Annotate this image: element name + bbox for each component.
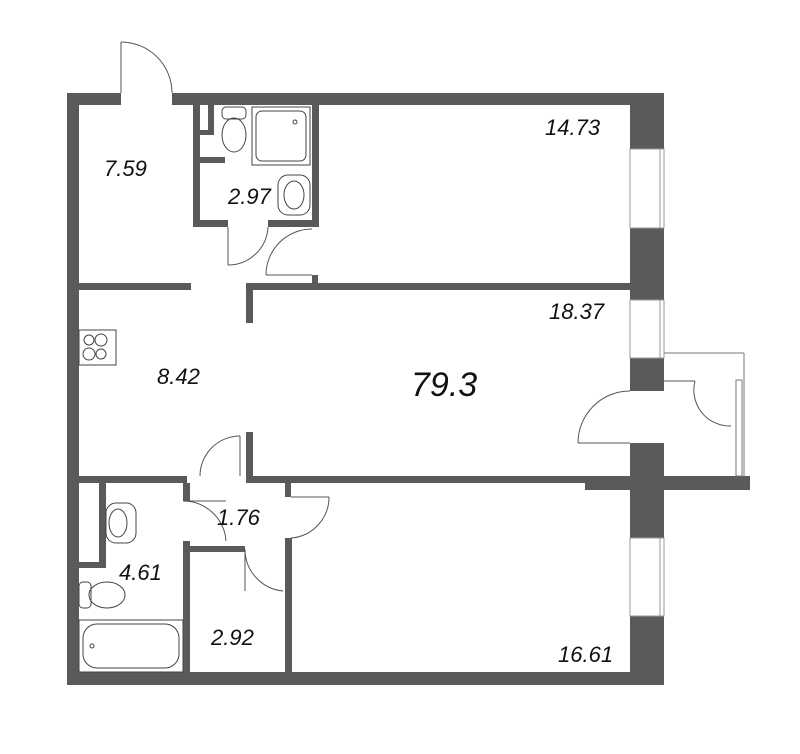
room-area-bedroom-2: 16.61 [558, 642, 614, 667]
doors [120, 41, 745, 592]
fixtures [78, 106, 311, 673]
room-area-living: 18.37 [549, 299, 605, 324]
outer-walls [67, 93, 750, 685]
room-area-bedroom-1: 14.73 [545, 115, 601, 140]
room-area-corridor: 1.76 [217, 505, 260, 530]
room-area-wc: 2.97 [228, 184, 271, 209]
room-area-storage: 2.92 [211, 625, 254, 650]
windows [629, 148, 665, 617]
interior-walls [79, 105, 630, 672]
total-area: 79.3 [411, 366, 478, 404]
room-area-kitchen: 8.42 [157, 364, 200, 389]
room-area-bathroom: 4.61 [119, 560, 162, 585]
room-area-hall: 7.59 [104, 156, 147, 181]
